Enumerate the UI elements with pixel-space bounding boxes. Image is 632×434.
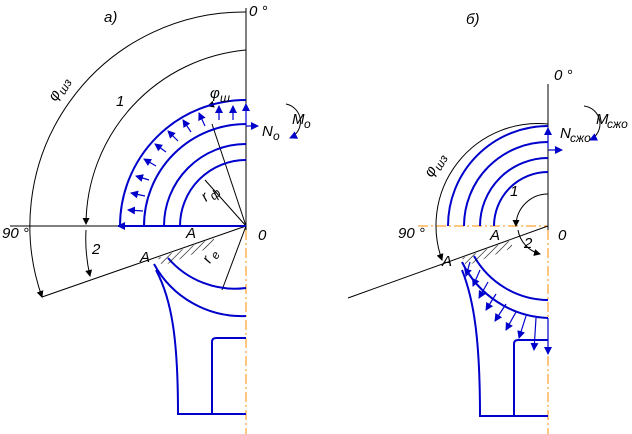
left-m-label: M о <box>292 111 311 131</box>
left-zone1: 1 <box>116 93 124 110</box>
right-origin: 0 <box>558 227 567 244</box>
svg-text:M: M <box>596 111 609 128</box>
left-outer-contour <box>119 99 247 227</box>
svg-text:N: N <box>560 125 571 142</box>
right-panel-label: б) <box>466 11 479 28</box>
svg-text:N: N <box>262 123 273 140</box>
left-re-ray <box>221 225 247 291</box>
svg-text:сжо: сжо <box>607 117 628 131</box>
left-contour-3 <box>163 143 247 227</box>
left-rf-label: r ф <box>198 186 224 205</box>
left-point-a1: A <box>139 249 150 266</box>
left-contour-2 <box>143 123 247 227</box>
right-contour-3 <box>479 157 549 227</box>
left-phi-total-arc <box>29 11 247 298</box>
left-origin: 0 <box>258 227 267 244</box>
right-zone1: 1 <box>510 183 518 200</box>
left-zone2-arc <box>85 229 93 277</box>
left-n-label: N о <box>262 123 280 143</box>
left-phi-s-ray <box>211 123 247 227</box>
right-moment-arc <box>583 105 601 141</box>
left-lower-arc-2 <box>167 257 247 290</box>
left-lower-arc-1 <box>153 263 247 318</box>
left-zone1-arc <box>82 49 247 225</box>
left-top-angle: 0 ° <box>249 3 268 20</box>
svg-text:шз: шз <box>55 76 75 97</box>
right-n-label: N сжо <box>560 125 591 145</box>
right-diagram: б) 0 ° 90 ° 0 1 2 A A φ шз N сжо M сжо <box>347 11 628 434</box>
svg-text:о: о <box>304 117 311 131</box>
left-zone-boundary <box>41 225 247 298</box>
svg-text:M: M <box>292 111 305 128</box>
right-inner-contour <box>493 171 549 227</box>
left-pressure-arrows <box>127 103 259 215</box>
left-neck-outline <box>155 269 246 415</box>
svg-text:φ: φ <box>210 85 220 102</box>
svg-text:сжо: сжо <box>570 131 591 145</box>
right-top-angle: 0 ° <box>554 67 573 84</box>
right-side-angle: 90 ° <box>398 225 425 242</box>
left-inner-contour <box>179 159 247 227</box>
right-outer-contour <box>447 125 549 227</box>
left-panel-label: а) <box>104 9 117 26</box>
svg-text:ш: ш <box>220 91 230 105</box>
right-lower-arc-2 <box>473 255 549 301</box>
right-lower-arc-1 <box>461 261 549 319</box>
right-neck-outline <box>461 269 548 417</box>
left-diagram: а) 0 ° 90 ° 0 1 2 A A φ шз φ ш r ф r e N… <box>2 3 311 434</box>
right-support-hatch <box>462 240 512 266</box>
right-zone-boundary <box>347 225 549 299</box>
left-zone2: 2 <box>91 241 101 258</box>
svg-text:шз: шз <box>431 152 451 173</box>
svg-text:о: о <box>273 129 280 143</box>
left-support-hatch <box>158 238 214 266</box>
left-point-a2: A <box>185 225 196 242</box>
right-phi-total-arc <box>435 123 549 261</box>
right-phi-total-label: φ шз <box>421 152 451 180</box>
right-point-a1: A <box>441 253 452 270</box>
left-moment-arc <box>285 103 301 139</box>
right-contour-2 <box>463 141 549 227</box>
right-m-label: M сжо <box>596 111 628 131</box>
right-inner-step <box>513 339 548 416</box>
right-zone2: 2 <box>523 235 533 252</box>
left-rf-ray <box>204 179 247 227</box>
right-pressure-arrows <box>464 127 563 355</box>
left-side-angle: 90 ° <box>2 225 29 242</box>
right-zone2-arc <box>517 229 541 256</box>
left-phi-s-label: φ ш <box>210 85 230 105</box>
right-zone1-arc <box>512 193 549 227</box>
right-point-a2: A <box>489 227 500 244</box>
left-inner-step <box>211 337 246 414</box>
